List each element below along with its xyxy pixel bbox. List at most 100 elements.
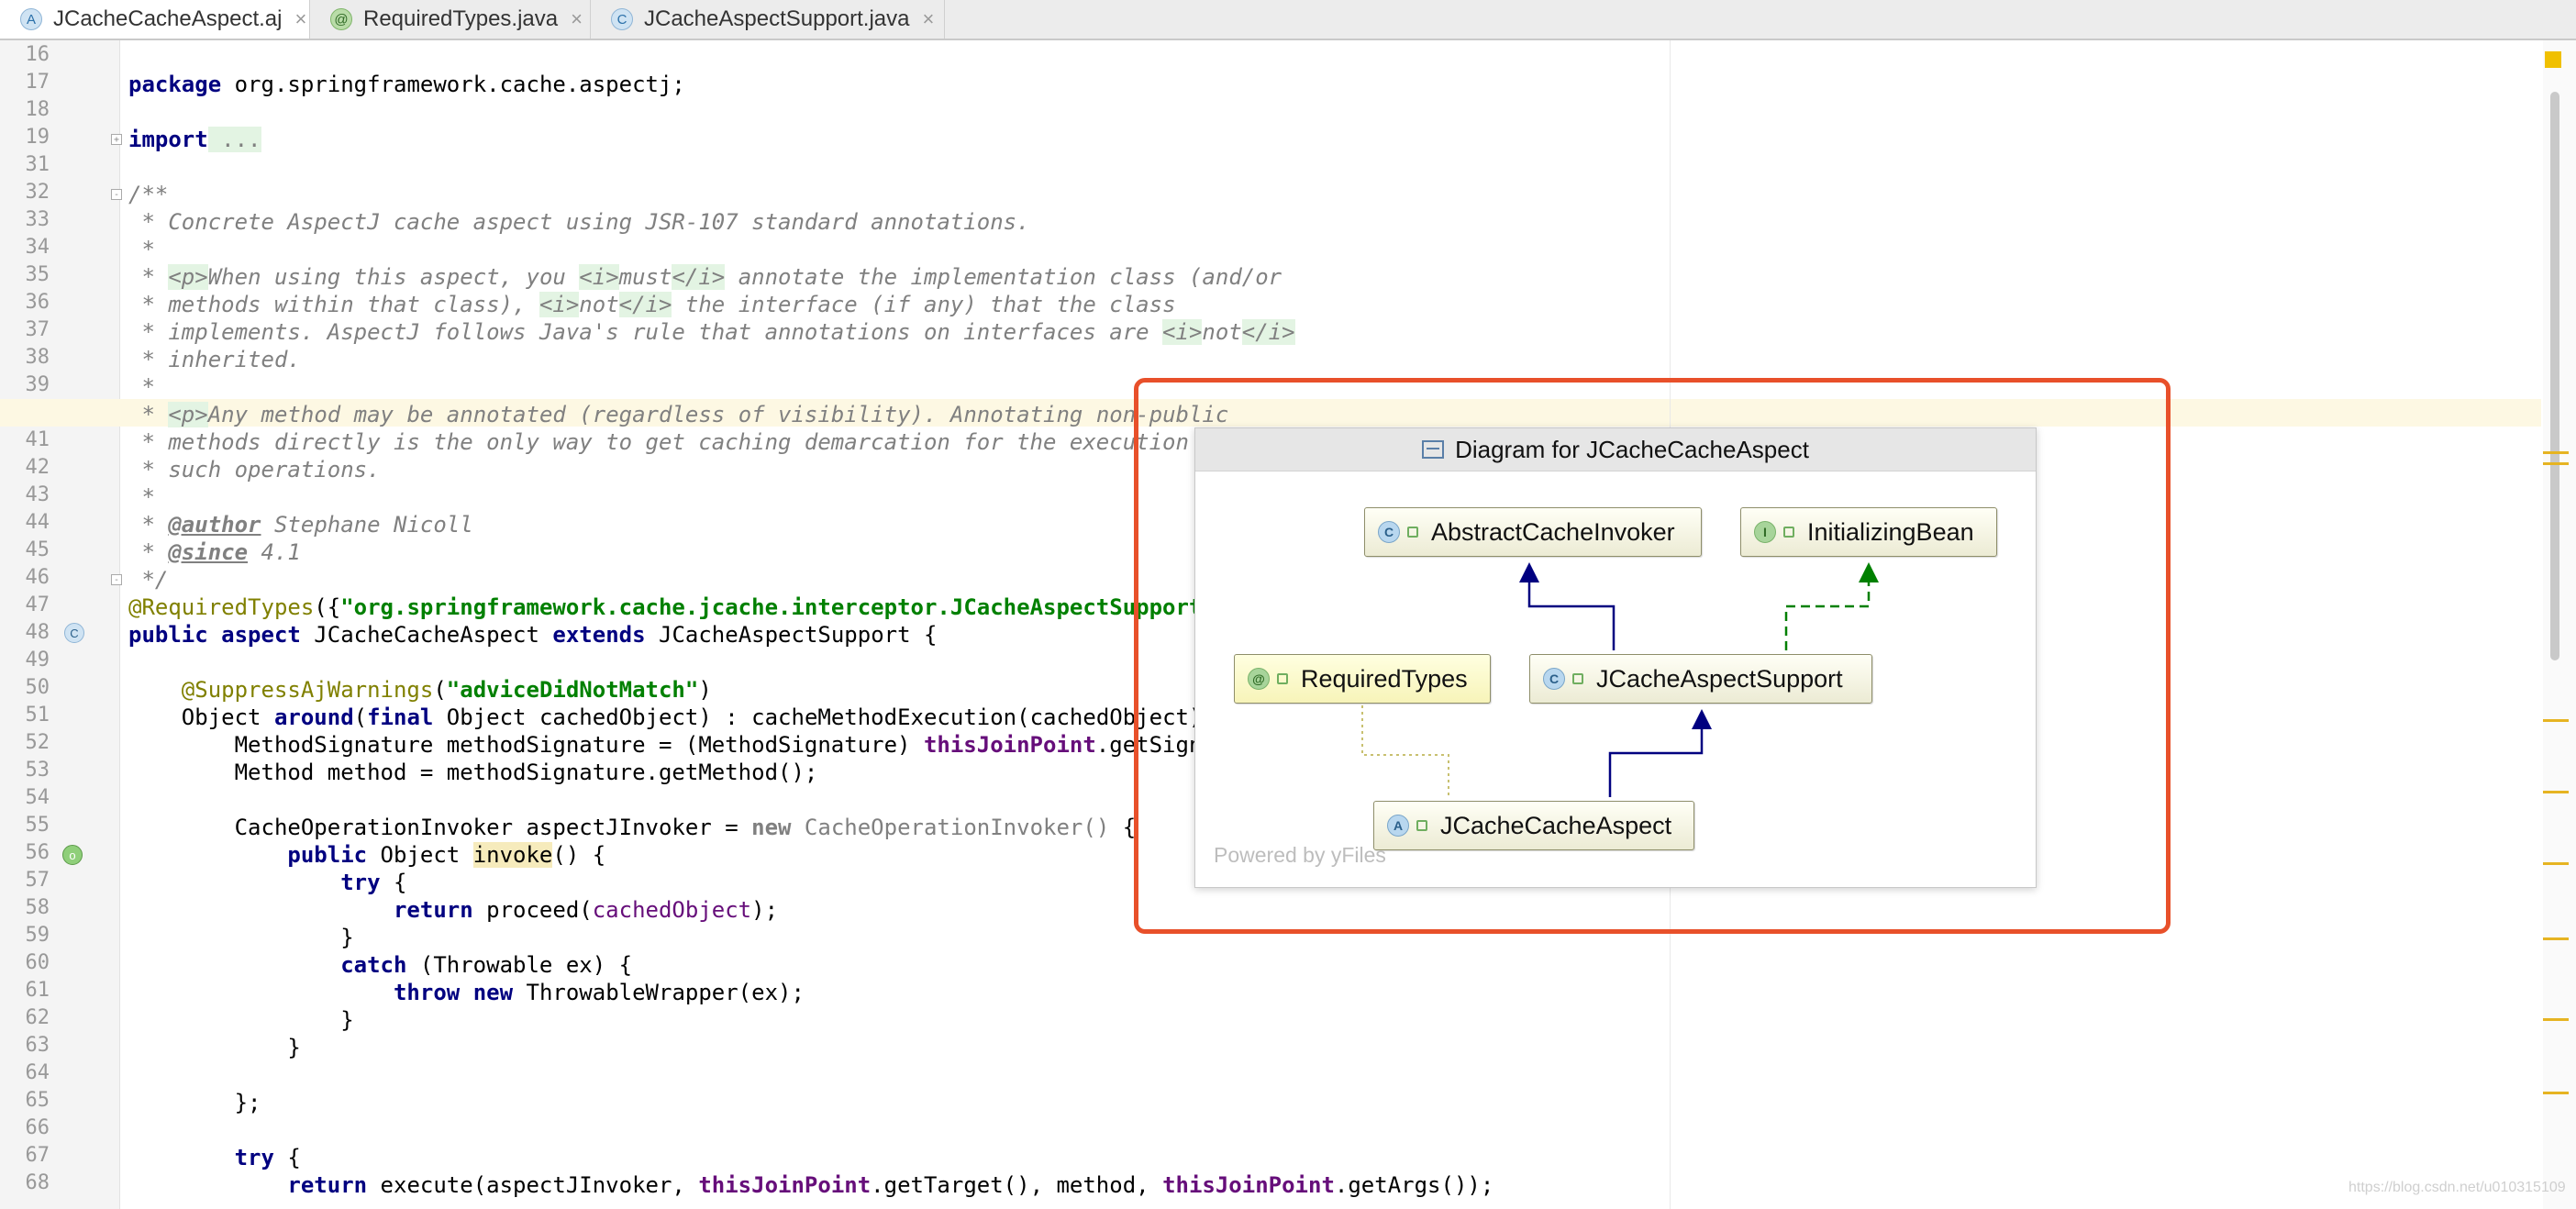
line-number: 19 bbox=[25, 126, 50, 149]
code-line-41: * methods directly is the only way to ge… bbox=[128, 429, 1229, 455]
line-number: 51 bbox=[25, 704, 50, 727]
code-line-51: Object around(final Object cachedObject)… bbox=[128, 704, 1229, 730]
node-required-types[interactable]: @ RequiredTypes bbox=[1234, 654, 1491, 704]
inspection-status-icon[interactable] bbox=[2545, 51, 2561, 68]
lock-icon bbox=[1783, 527, 1794, 538]
lock-icon bbox=[1277, 673, 1288, 684]
error-stripe-marker[interactable] bbox=[2543, 1092, 2569, 1094]
line-number: 41 bbox=[25, 428, 50, 451]
code-line-17: package org.springframework.cache.aspect… bbox=[128, 72, 685, 97]
diagram-popup[interactable]: Diagram for JCacheCacheAspect C Abstract… bbox=[1194, 427, 2037, 888]
node-label: JCacheCacheAspect bbox=[1440, 811, 1672, 839]
line-number: 62 bbox=[25, 1006, 50, 1029]
popup-title: Diagram for JCacheCacheAspect bbox=[1455, 435, 1809, 463]
code-line-38: * inherited. bbox=[128, 347, 301, 372]
powered-by-label: Powered by yFiles bbox=[1214, 843, 1386, 867]
code-line-47: @RequiredTypes({"org.springframework.cac… bbox=[128, 594, 1228, 620]
line-number: 56 bbox=[25, 841, 50, 864]
line-number: 39 bbox=[25, 373, 50, 396]
line-number: 66 bbox=[25, 1116, 50, 1139]
close-icon[interactable]: × bbox=[571, 7, 583, 30]
vertical-scrollbar-thumb[interactable] bbox=[2550, 92, 2559, 660]
vertical-scrollbar-track[interactable] bbox=[2543, 40, 2576, 1209]
line-number: 47 bbox=[25, 593, 50, 616]
tab-required-types[interactable]: @ RequiredTypes.java × bbox=[310, 0, 591, 39]
line-number: 42 bbox=[25, 456, 50, 479]
code-line-45: * @since 4.1 bbox=[128, 539, 301, 565]
node-label: AbstractCacheInvoker bbox=[1431, 517, 1675, 546]
line-number: 44 bbox=[25, 511, 50, 534]
node-label: JCacheAspectSupport bbox=[1596, 664, 1843, 693]
line-number: 68 bbox=[25, 1171, 50, 1194]
line-number: 43 bbox=[25, 483, 50, 506]
line-number: 45 bbox=[25, 538, 50, 561]
edge-extends-abstract-cache-invoker bbox=[1527, 575, 1616, 650]
code-line-32: /** bbox=[128, 182, 169, 207]
close-icon[interactable]: × bbox=[294, 7, 307, 30]
node-abstract-cache-invoker[interactable]: C AbstractCacheInvoker bbox=[1364, 507, 1702, 557]
error-stripe-marker[interactable] bbox=[2543, 937, 2569, 940]
fold-marker[interactable]: - bbox=[111, 574, 122, 585]
annotation-icon: @ bbox=[1248, 668, 1270, 690]
popup-title-bar[interactable]: Diagram for JCacheCacheAspect bbox=[1195, 428, 2036, 471]
fold-marker[interactable]: + bbox=[111, 134, 122, 145]
watermark: https://blog.csdn.net/u010315109 bbox=[2348, 1180, 2566, 1195]
error-stripe-marker[interactable] bbox=[2543, 451, 2569, 454]
line-number-gutter[interactable] bbox=[0, 40, 120, 1209]
code-line-63: } bbox=[128, 1035, 301, 1060]
node-initializing-bean[interactable]: I InitializingBean bbox=[1740, 507, 1997, 557]
error-stripe-marker[interactable] bbox=[2543, 719, 2569, 722]
line-number: 36 bbox=[25, 291, 50, 314]
error-stripe-marker[interactable] bbox=[2543, 1018, 2569, 1021]
edge-extends-jcache-aspect-support bbox=[1608, 722, 1704, 797]
tab-label: JCacheCacheAspect.aj bbox=[53, 6, 283, 31]
line-number: 64 bbox=[25, 1061, 50, 1084]
code-line-39: * bbox=[128, 374, 155, 400]
code-line-68: return execute(aspectJInvoker, thisJoinP… bbox=[287, 1172, 1494, 1198]
tab-jcache-cache-aspect[interactable]: A JCacheCacheAspect.aj × bbox=[0, 0, 310, 39]
code-line-52: MethodSignature methodSignature = (Metho… bbox=[128, 732, 1229, 758]
fold-marker[interactable]: - bbox=[111, 189, 122, 200]
line-number: 46 bbox=[25, 566, 50, 589]
code-line-55: CacheOperationInvoker aspectJInvoker = n… bbox=[128, 815, 1137, 840]
code-line-65: }; bbox=[128, 1090, 261, 1115]
edge-implements-initializing-bean bbox=[1784, 575, 1871, 650]
override-method-icon[interactable]: o bbox=[62, 845, 83, 865]
editor-tab-bar: A JCacheCacheAspect.aj × @ RequiredTypes… bbox=[0, 0, 2576, 40]
error-stripe-marker[interactable] bbox=[2543, 791, 2569, 793]
arrowhead-implements bbox=[1859, 562, 1879, 582]
code-line-61: throw new ThrowableWrapper(ex); bbox=[393, 980, 805, 1005]
line-number: 37 bbox=[25, 318, 50, 341]
line-number: 31 bbox=[25, 153, 50, 176]
tab-label: RequiredTypes.java bbox=[363, 6, 559, 31]
line-number: 32 bbox=[25, 181, 50, 204]
code-line-19: import ... bbox=[128, 127, 261, 152]
arrowhead-extends bbox=[1519, 562, 1539, 582]
class-file-icon: C bbox=[611, 8, 633, 30]
arrowhead-extends-2 bbox=[1692, 709, 1712, 729]
error-stripe-marker[interactable] bbox=[2543, 862, 2569, 865]
close-icon[interactable]: × bbox=[922, 7, 935, 30]
edge-annotation-required-types bbox=[1361, 705, 1449, 797]
line-number: 63 bbox=[25, 1034, 50, 1057]
code-line-44: * @author Stephane Nicoll bbox=[128, 512, 473, 538]
line-number: 61 bbox=[25, 979, 50, 1002]
code-line-48: public aspect JCacheCacheAspect extends … bbox=[128, 622, 938, 648]
line-number: 54 bbox=[25, 786, 50, 809]
diagram-edges bbox=[1361, 562, 1879, 797]
code-line-60: catch (Throwable ex) { bbox=[340, 952, 633, 978]
code-line-59: } bbox=[128, 925, 354, 950]
line-number: 57 bbox=[25, 869, 50, 892]
current-line-highlight bbox=[0, 399, 2541, 427]
line-number: 55 bbox=[25, 814, 50, 837]
node-jcache-aspect-support[interactable]: C JCacheAspectSupport bbox=[1529, 654, 1872, 704]
line-number: 52 bbox=[25, 731, 50, 754]
line-number: 17 bbox=[25, 71, 50, 94]
implemented-override-icon[interactable]: C bbox=[64, 623, 84, 643]
line-number: 33 bbox=[25, 208, 50, 231]
tab-jcache-aspect-support[interactable]: C JCacheAspectSupport.java × bbox=[591, 0, 945, 39]
annotation-file-icon: @ bbox=[330, 8, 352, 30]
node-jcache-cache-aspect[interactable]: A JCacheCacheAspect bbox=[1373, 801, 1694, 850]
error-stripe-marker[interactable] bbox=[2543, 462, 2569, 465]
code-line-33: * Concrete AspectJ cache aspect using JS… bbox=[128, 209, 1030, 235]
